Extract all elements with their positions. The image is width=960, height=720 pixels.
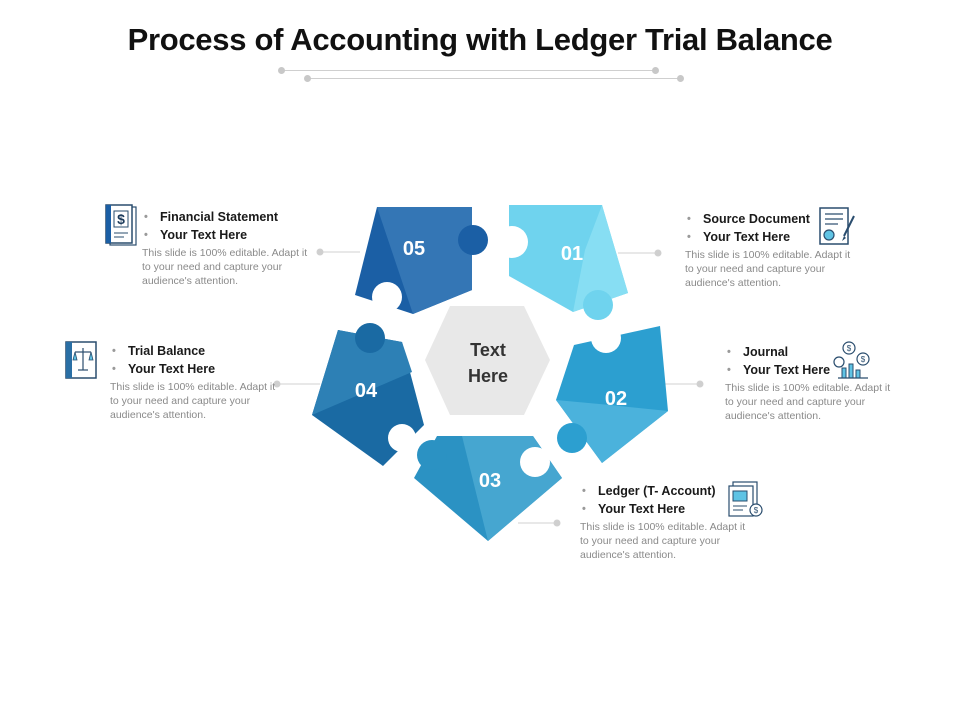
puzzle-piece-02	[556, 323, 668, 463]
step-heading: Journal	[725, 343, 910, 361]
center-hexagon	[425, 306, 550, 415]
finance-chart-icon: $ $	[833, 341, 870, 379]
title-rule-dot	[677, 75, 684, 82]
puzzle-piece-03	[414, 436, 562, 541]
step-heading: Trial Balance	[110, 342, 295, 360]
step-block-05: Financial Statement Your Text Here This …	[142, 208, 327, 288]
page-title: Process of Accounting with Ledger Trial …	[127, 22, 833, 57]
title-rule-dot	[304, 75, 311, 82]
title-rule-dot	[278, 67, 285, 74]
center-text-line1: Text	[470, 340, 506, 360]
step-body: This slide is 100% editable. Adapt it to…	[685, 249, 851, 289]
piece-02-tab	[557, 423, 587, 453]
svg-text:$: $	[847, 344, 852, 353]
piece-02-shade	[556, 400, 668, 463]
center-text-line2: Here	[468, 366, 508, 386]
svg-text:$: $	[861, 355, 866, 364]
ledger-book-icon: $	[728, 481, 763, 517]
piece-05-tab	[458, 225, 488, 255]
balance-scale-icon	[65, 341, 97, 379]
step-body: This slide is 100% editable. Adapt it to…	[142, 247, 308, 287]
step-subheading: Your Text Here	[685, 228, 870, 246]
dollar-document-icon: $	[105, 204, 137, 246]
piece-01-shade	[573, 205, 628, 312]
certificate-document-icon	[819, 207, 855, 245]
step-body: This slide is 100% editable. Adapt it to…	[725, 382, 891, 422]
step-heading: Financial Statement	[142, 208, 327, 226]
step-subheading: Your Text Here	[580, 500, 765, 518]
step-body: This slide is 100% editable. Adapt it to…	[580, 521, 746, 561]
step-subheading: Your Text Here	[110, 360, 295, 378]
step-number-04: 04	[355, 380, 378, 402]
title-rule-bottom	[308, 78, 682, 79]
step-block-01: Source Document Your Text Here This slid…	[685, 210, 870, 290]
title-rule-top	[282, 70, 656, 71]
step-block-04: Trial Balance Your Text Here This slide …	[110, 342, 295, 422]
piece-04-tab	[355, 323, 385, 353]
step-number-03: 03	[479, 470, 501, 492]
piece-04-shade	[312, 330, 412, 415]
puzzle-piece-01	[496, 205, 628, 320]
step-subheading: Your Text Here	[725, 361, 910, 379]
step-block-03: Ledger (T- Account) Your Text Here This …	[580, 482, 765, 562]
svg-text:$: $	[117, 211, 125, 227]
puzzle-piece-04	[312, 323, 424, 466]
piece-05-shade	[377, 207, 472, 314]
step-heading: Ledger (T- Account)	[580, 482, 765, 500]
step-number-05: 05	[403, 238, 425, 260]
step-number-01: 01	[561, 243, 583, 265]
svg-text:$: $	[754, 506, 759, 515]
piece-03-tab	[417, 440, 447, 470]
title-rule-dot	[652, 67, 659, 74]
step-block-02: Journal Your Text Here This slide is 100…	[725, 343, 910, 423]
step-heading: Source Document	[685, 210, 870, 228]
step-subheading: Your Text Here	[142, 226, 327, 244]
puzzle-piece-05	[355, 207, 488, 314]
piece-01-tab	[583, 290, 613, 320]
step-body: This slide is 100% editable. Adapt it to…	[110, 381, 276, 421]
step-number-02: 02	[605, 388, 627, 410]
